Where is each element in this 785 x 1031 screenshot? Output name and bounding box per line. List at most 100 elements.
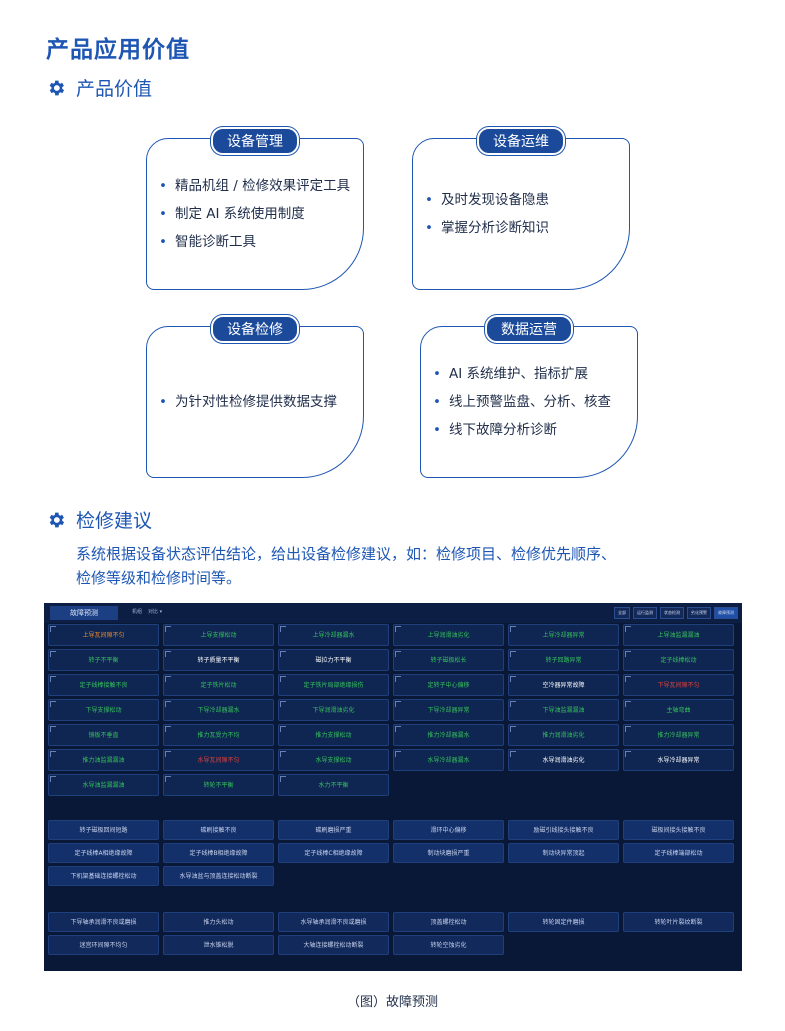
fault-item-cell[interactable]: 转子磁极回间短路 [48,820,159,840]
fault-cell[interactable]: 推力油监漏漏油 [48,749,159,771]
fault-item-cell[interactable]: 泄水锥松脱 [163,935,274,955]
figure-caption: （图）故障预测 [346,995,438,1010]
fault-cell[interactable]: 磁拉力不平衡 [278,649,389,671]
fault-cell[interactable]: 水导油监漏漏油 [48,774,159,796]
section-title-repair: 检修建议 [76,510,153,532]
fault-cell[interactable]: 水导冷却器漏水 [393,749,504,771]
fault-cell[interactable]: 水导润滑油劣化 [508,749,619,771]
fault-item-cell[interactable]: 顶盖螺栓松动 [393,912,504,932]
fault-cell[interactable]: 水力不平衡 [278,774,389,796]
list-item: 线上预警监盘、分析、核查 [433,388,631,416]
fault-grid-tertiary: 下导轴承润滑不良或磨损推力头松动水导轴承润滑不良或磨损顶盖螺栓松动转轮固定件磨损… [48,912,734,955]
screenshot-topbar: 故障预测 机组 对比 ▾ 全部 运行监测 状态检测 劣化预警 故障预测 [44,603,742,623]
fault-cell[interactable]: 上导支撑松动 [163,624,274,646]
fault-item-cell[interactable]: 下机架基础连接螺栓松动 [48,866,159,886]
fault-item-cell[interactable]: 转轮空蚀劣化 [393,935,504,955]
card-tag: 设备管理 [211,127,299,155]
fault-item-cell[interactable]: 励磁引线接头接触不良 [508,820,619,840]
compare-select[interactable]: 对比 ▾ [148,609,163,615]
fault-cell[interactable]: 转子质量不平衡 [163,649,274,671]
gear-icon [49,80,65,95]
fault-prediction-screenshot: 故障预测 机组 对比 ▾ 全部 运行监测 状态检测 劣化预警 故障预测 上导瓦间… [44,603,742,971]
description-line: 系统根据设备状态评估结论，给出设备检修建议，如：检修项目、检修优先顺序、 [76,545,617,563]
fault-cell[interactable]: 上导润滑油劣化 [393,624,504,646]
fault-grid-primary: 上导瓦间隙不匀上导支撑松动上导冷却器漏水上导润滑油劣化上导冷却器异常上导油监漏漏… [48,624,734,796]
gear-icon [49,512,65,527]
fault-item-cell[interactable]: 定子线棒A相绝缘故障 [48,843,159,863]
fault-item-cell[interactable]: 碳刷磨损严重 [278,820,389,840]
fault-cell[interactable]: 空冷器异常故障 [508,674,619,696]
degradation-warning-button[interactable]: 劣化预警 [687,607,711,619]
fault-item-cell[interactable]: 磁极间接头接触不良 [623,820,734,840]
card-tag: 设备运维 [477,127,565,155]
fault-cell[interactable]: 推力冷却器漏水 [393,724,504,746]
fault-item-cell[interactable]: 水导油盆与顶盖连接松动断裂 [163,866,274,886]
fault-cell[interactable]: 下导瓦间隙不匀 [623,674,734,696]
card-device-repair: 设备检修 为针对性检修提供数据支撑 [146,315,364,478]
fault-cell[interactable]: 转子磁极松长 [393,649,504,671]
fault-cell[interactable]: 下导油监漏漏油 [508,699,619,721]
card-device-operation: 设备运维 及时发现设备隐患 掌握分析诊断知识 [412,127,630,290]
section-heading-repair: 检修建议 [46,506,152,533]
view-buttons: 全部 运行监测 状态检测 劣化预警 故障预测 [614,607,738,619]
fault-cell[interactable]: 定子铁片松动 [163,674,274,696]
section-title-value: 产品价值 [76,78,153,100]
fault-cell[interactable]: 推力冷却器异常 [623,724,734,746]
fault-item-cell[interactable]: 定子线棒B相绝缘故障 [163,843,274,863]
fault-item-cell[interactable]: 定子线棒C相绝缘故障 [278,843,389,863]
list-item: 制定 AI 系统使用制度 [159,200,357,228]
fault-cell[interactable]: 定子铁片局部绝缘损伤 [278,674,389,696]
fault-cell[interactable]: 水导瓦间隙不匀 [163,749,274,771]
fault-cell[interactable]: 下导润滑油劣化 [278,699,389,721]
fault-item-cell[interactable]: 制动块异常顶起 [508,843,619,863]
fault-cell[interactable]: 水导冷却器异常 [623,749,734,771]
description: 系统根据设备状态评估结论，给出设备检修建议，如：检修项目、检修优先顺序、 检修等… [76,542,716,590]
fault-cell[interactable]: 上导油监漏漏油 [623,624,734,646]
page-title: 产品应用价值 [46,37,190,63]
fault-cell[interactable]: 上导冷却器异常 [508,624,619,646]
fault-cell[interactable]: 转子回路异常 [508,649,619,671]
status-check-button[interactable]: 状态检测 [660,607,684,619]
fault-item-cell[interactable]: 制动块磨损严重 [393,843,504,863]
fault-cell[interactable]: 镜板不垂直 [48,724,159,746]
fault-cell[interactable]: 下导支撑松动 [48,699,159,721]
card-data-operation: 数据运营 AI 系统维护、指标扩展 线上预警监盘、分析、核查 线下故障分析诊断 [420,315,638,478]
unit-select[interactable]: 机组 [132,609,143,615]
run-monitor-button[interactable]: 运行监测 [633,607,657,619]
fault-item-cell[interactable]: 大轴连接螺栓松动断裂 [278,935,389,955]
fault-cell[interactable]: 转子不平衡 [48,649,159,671]
fault-cell[interactable]: 定子线棒松动 [623,649,734,671]
fault-cell[interactable]: 水导支撑松动 [278,749,389,771]
fault-cell[interactable]: 转轮不平衡 [163,774,274,796]
list-item: 掌握分析诊断知识 [425,214,623,242]
fault-item-cell[interactable]: 推力头松动 [163,912,274,932]
fault-item-cell[interactable]: 转轮叶片裂纹断裂 [623,912,734,932]
fault-item-cell[interactable]: 下导轴承润滑不良或磨损 [48,912,159,932]
fault-prediction-button[interactable]: 故障预测 [714,607,738,619]
fault-cell[interactable]: 定子线棒接触不良 [48,674,159,696]
fault-cell[interactable]: 下导冷却器异常 [393,699,504,721]
fault-cell[interactable]: 主轴弯曲 [623,699,734,721]
fault-item-cell[interactable]: 碳刷接触不良 [163,820,274,840]
fault-cell[interactable]: 推力支撑松动 [278,724,389,746]
fault-cell[interactable]: 定转子中心偏移 [393,674,504,696]
fault-item-cell[interactable]: 转轮固定件磨损 [508,912,619,932]
fault-item-cell[interactable]: 水导轴承润滑不良或磨损 [278,912,389,932]
fault-item-cell[interactable]: 定子线棒端部松动 [623,843,734,863]
section-heading-value: 产品价值 [46,74,152,101]
description-line: 检修等级和检修时间等。 [76,569,242,587]
fault-cell[interactable]: 上导瓦间隙不匀 [48,624,159,646]
fault-cell[interactable]: 下导冷却器漏水 [163,699,274,721]
list-item: 智能诊断工具 [159,228,357,256]
fault-cell[interactable]: 推力瓦受力不均 [163,724,274,746]
fault-item-cell[interactable]: 迷宫环间隙不均匀 [48,935,159,955]
all-button[interactable]: 全部 [614,607,630,619]
card-tag: 数据运营 [485,315,573,343]
tab-fault-prediction[interactable]: 故障预测 [50,606,118,620]
list-item: 及时发现设备隐患 [425,186,623,214]
list-item: AI 系统维护、指标扩展 [433,360,631,388]
fault-cell[interactable]: 上导冷却器漏水 [278,624,389,646]
fault-item-cell[interactable]: 滑环中心偏移 [393,820,504,840]
card-tag: 设备检修 [211,315,299,343]
fault-cell[interactable]: 推力润滑油劣化 [508,724,619,746]
